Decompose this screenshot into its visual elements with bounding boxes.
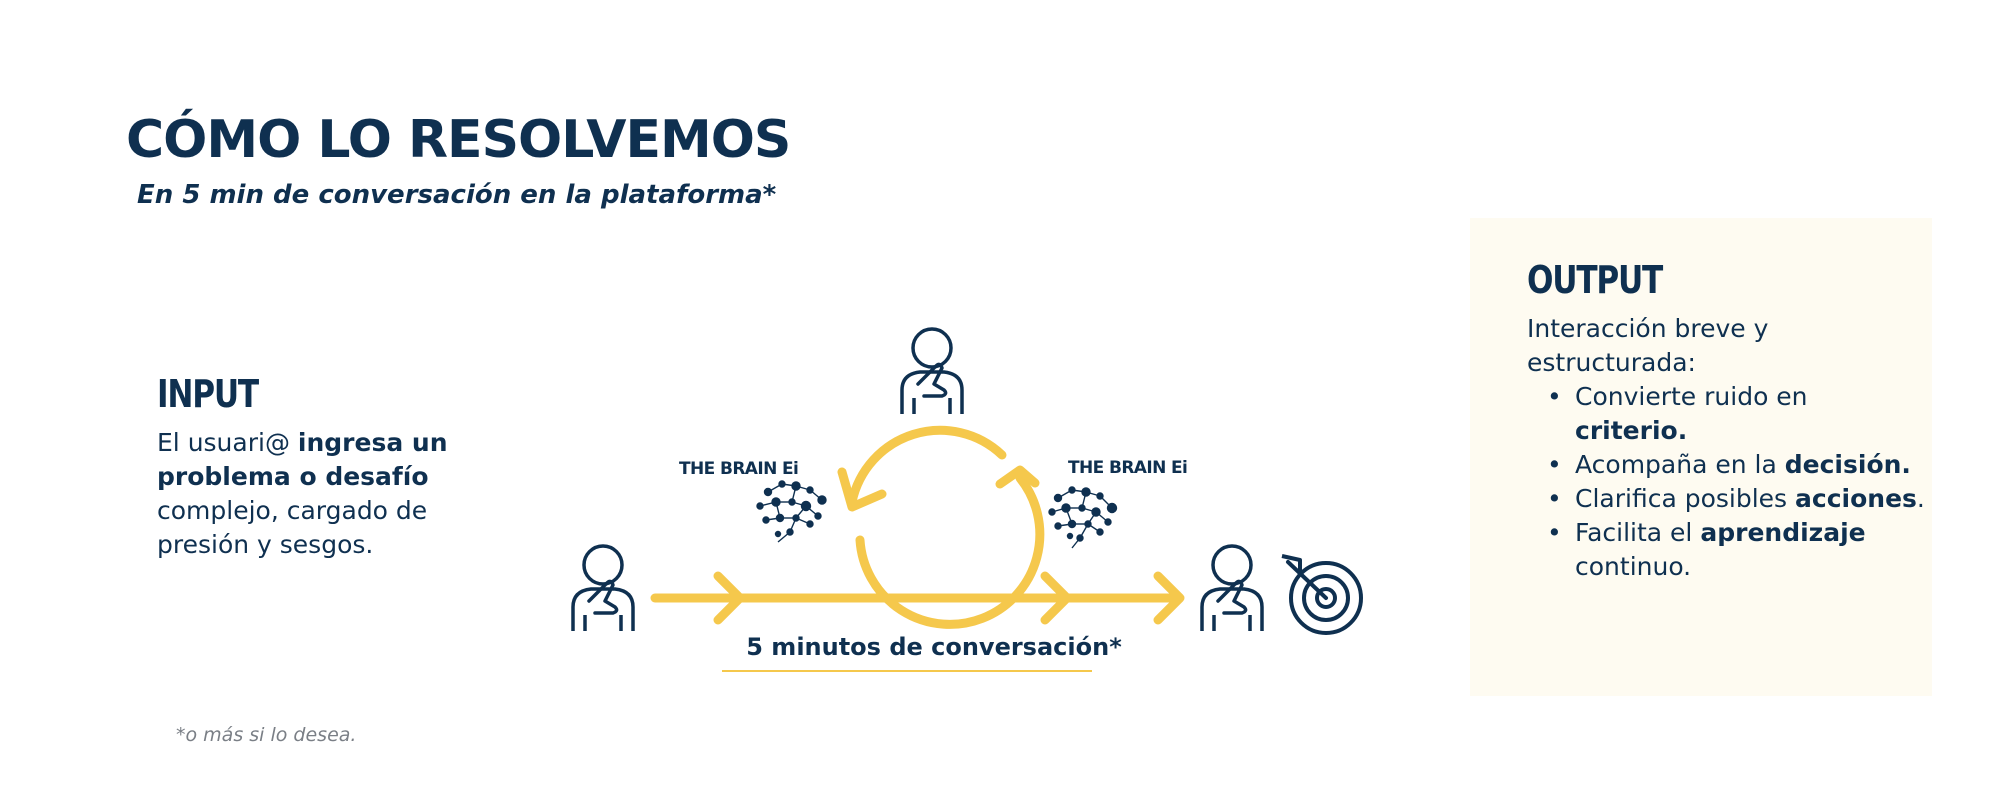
arrow-right-icon [1153,571,1185,625]
page-title: CÓMO LO RESOLVEMOS [126,110,791,170]
thinking-person-icon [1200,544,1264,633]
list-item-after: continuo. [1575,552,1692,581]
list-item-bold: criterio. [1575,416,1688,445]
thinking-person-icon [571,544,635,633]
list-item-after: . [1916,484,1925,513]
brain-network-icon [1048,486,1118,549]
cycle-arrows-icon [837,425,1045,629]
brain-label-left: THE BRAIN Ei [679,459,798,479]
input-text-bold: ingresa un problema o desafío [157,428,448,491]
input-block: INPUT El usuari@ ingresa un problema o d… [157,372,497,562]
list-item: Facilita el aprendizaje continuo. [1527,516,1927,584]
list-item: Clarifica posibles acciones. [1527,482,1927,516]
brain-label-right: THE BRAIN Ei [1068,458,1187,478]
input-heading: INPUT [157,372,259,416]
list-item: Convierte ruido en criterio. [1527,380,1927,448]
list-item-bold: decisión. [1784,450,1911,479]
brain-network-icon [756,480,827,543]
footnote: *o más si lo desea. [176,724,357,746]
output-heading: OUTPUT [1527,258,1663,302]
list-item-bold: acciones [1795,484,1917,513]
output-panel: OUTPUT Interacción breve y estructurada:… [1470,218,1932,696]
input-text-end: complejo, cargado de presión y sesgos. [157,496,428,559]
arrow-right-icon [713,571,745,625]
input-description: El usuari@ ingresa un problema o desafío… [157,426,497,562]
list-item: Acompaña en la decisión. [1527,448,1927,482]
list-item-text: Acompaña en la [1575,450,1785,479]
list-item-text: Convierte ruido en [1575,382,1808,411]
output-list: Convierte ruido en criterio. Acompaña en… [1527,380,1927,584]
output-content: OUTPUT Interacción breve y estructurada:… [1527,258,1927,584]
list-item-text: Facilita el [1575,518,1701,547]
list-item-bold: aprendizaje [1700,518,1866,547]
arrow-right-icon [1040,571,1072,625]
target-icon [1281,554,1363,635]
page-subtitle: En 5 min de conversación en la plataform… [137,180,777,210]
list-item-text: Clarifica posibles [1575,484,1796,513]
input-text-start: El usuari@ [157,428,298,457]
duration-label: 5 minutos de conversación* [746,633,1122,661]
thinking-person-icon [900,327,964,416]
output-intro: Interacción breve y estructurada: [1527,314,1769,377]
